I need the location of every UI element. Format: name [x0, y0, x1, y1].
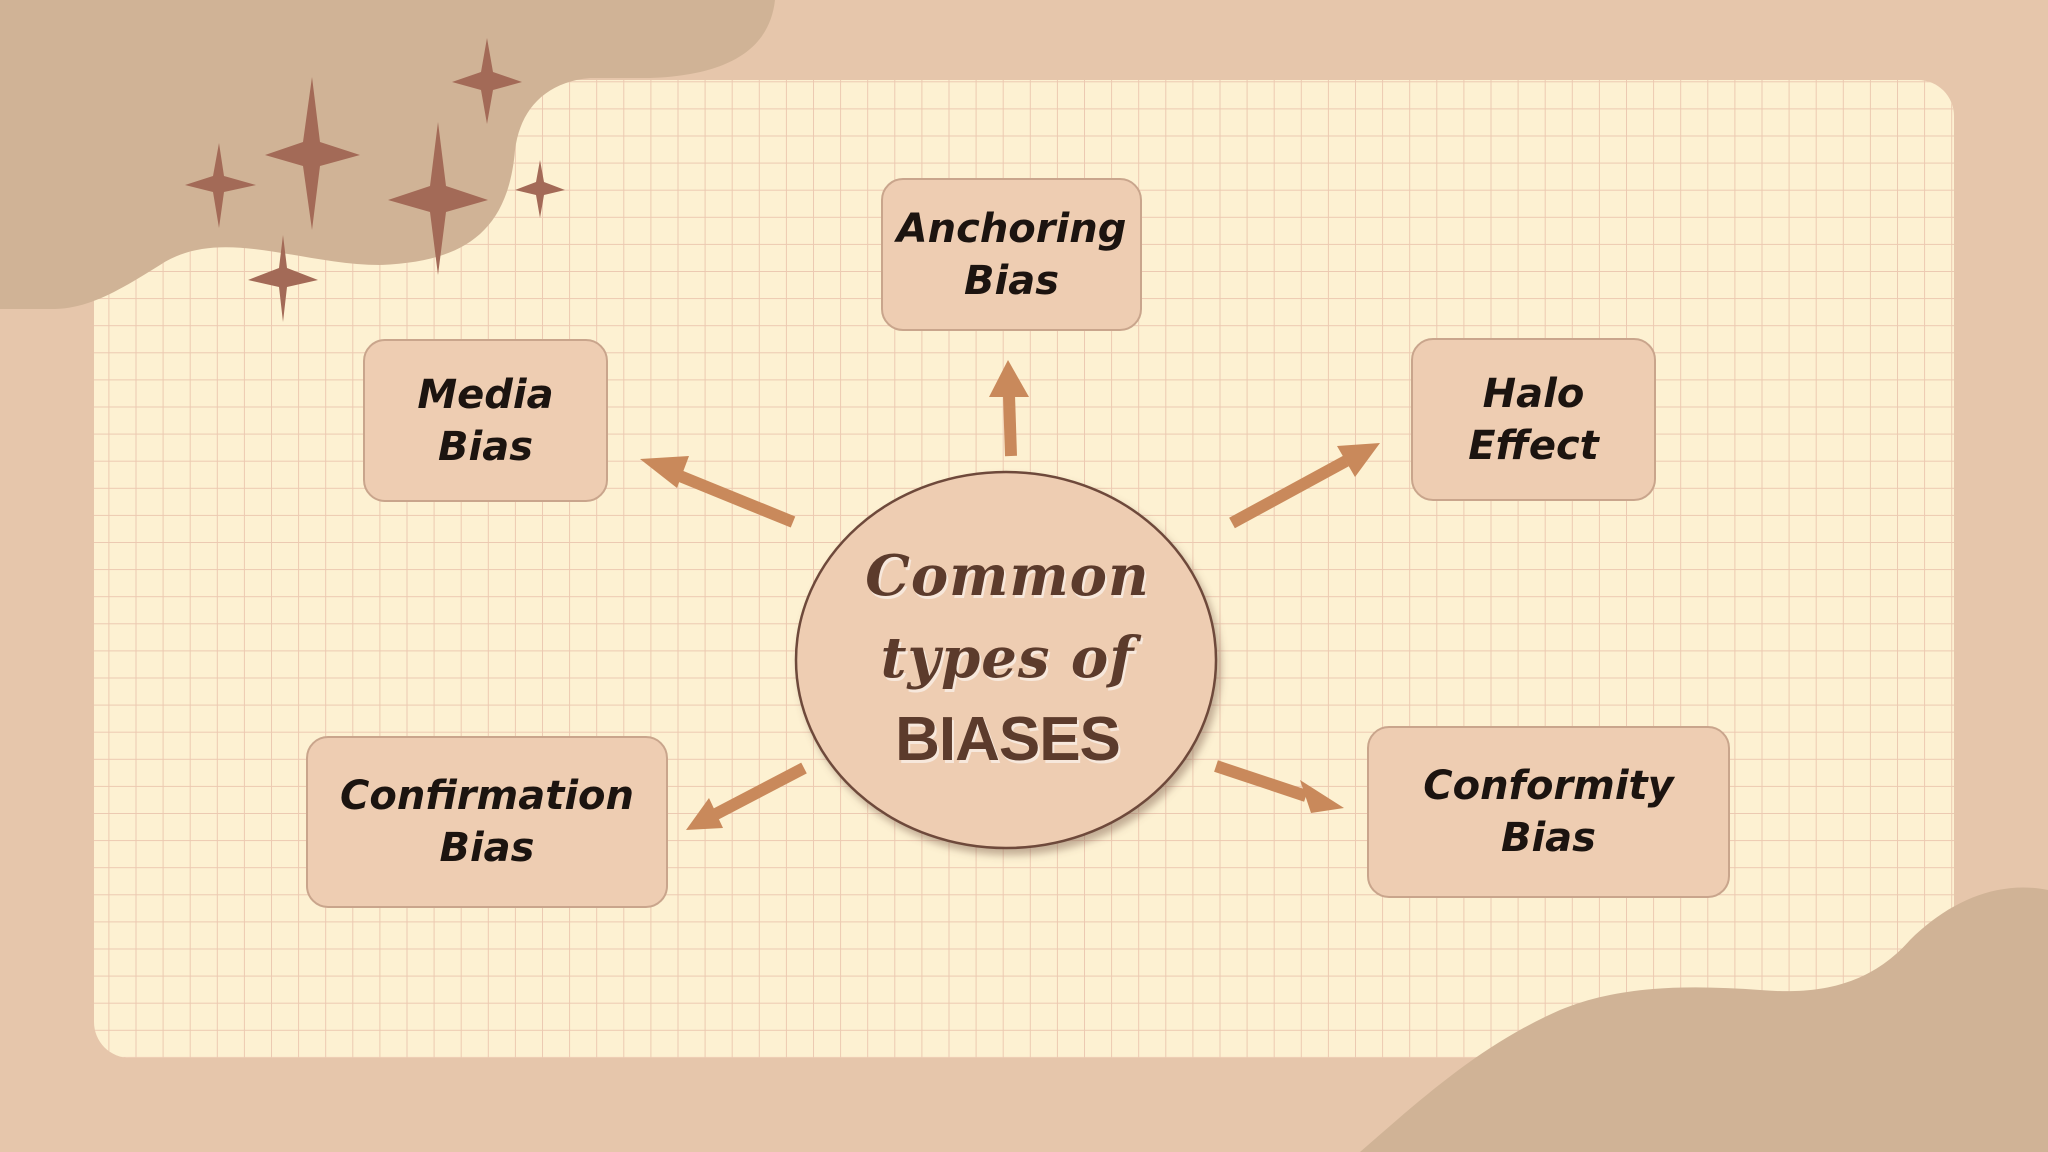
sparkle-icon	[452, 38, 522, 124]
center-circle	[794, 470, 1218, 850]
node-label: Conformity Bias	[1423, 763, 1674, 861]
sparkle-icon	[515, 160, 565, 218]
arrow-to-conformity	[1214, 760, 1344, 813]
node-media-bias: Media Bias	[363, 339, 608, 502]
arrow-to-confirmation	[686, 762, 807, 830]
sparkles	[185, 38, 565, 322]
node-halo-effect: Halo Effect	[1411, 338, 1656, 501]
sparkle-icon	[248, 235, 318, 322]
top-left-blob	[0, 0, 775, 309]
node-label: Confirmation Bias	[340, 773, 634, 871]
arrow-to-halo	[1229, 443, 1380, 529]
center-title: Common types of BIASES	[820, 528, 1195, 788]
node-label: Halo Effect	[1468, 370, 1599, 469]
node-label: Media Bias	[417, 371, 554, 470]
arrows	[640, 360, 1380, 830]
sparkle-icon	[265, 77, 360, 230]
sparkle-icon	[388, 122, 488, 275]
bottom-right-blob	[1360, 887, 2048, 1152]
center-title-line2: types of	[880, 625, 1135, 691]
arrow-to-anchoring	[989, 360, 1029, 457]
node-conformity-bias: Conformity Bias	[1367, 726, 1730, 898]
node-anchoring-bias: Anchoring Bias	[881, 178, 1142, 331]
sparkle-icon	[185, 143, 256, 228]
node-label: Anchoring Bias	[896, 205, 1127, 304]
center-title-line1: Common	[865, 543, 1150, 609]
node-confirmation-bias: Confirmation Bias	[306, 736, 668, 908]
arrow-to-media	[640, 456, 796, 528]
center-title-line3: BIASES	[895, 705, 1121, 774]
